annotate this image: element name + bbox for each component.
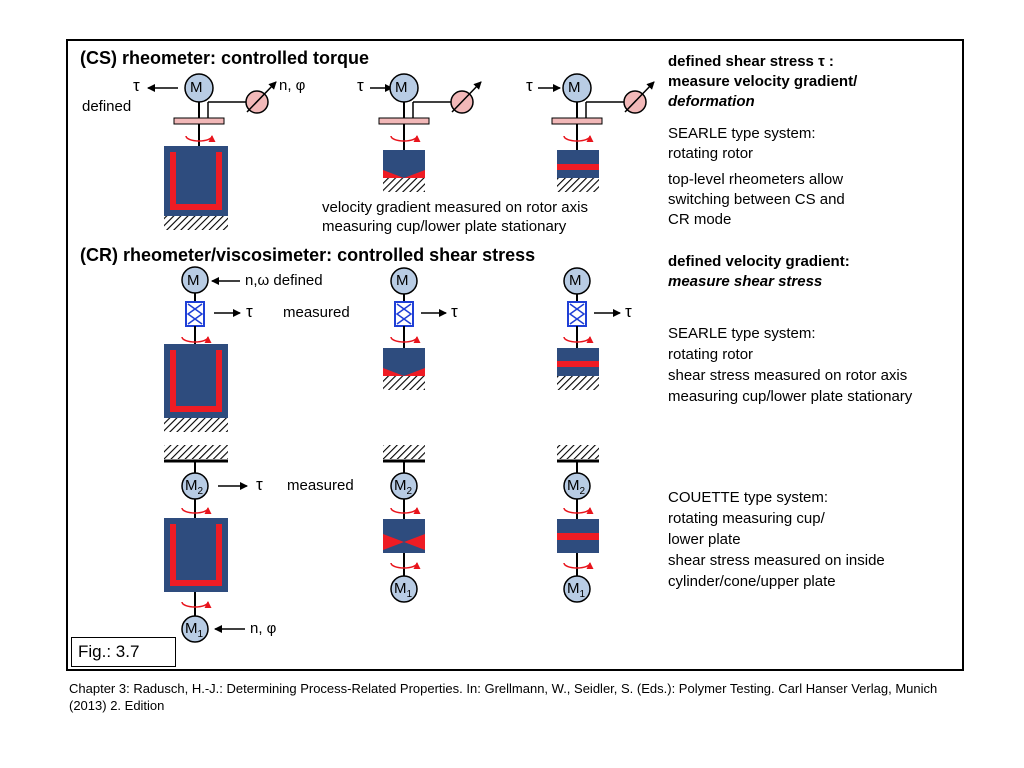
- cr-couette-cup: [164, 445, 248, 643]
- motor-label: M: [569, 272, 582, 289]
- motor1-label: M1: [185, 620, 204, 640]
- tau-symbol: τ: [625, 302, 632, 321]
- cs-cup-rheometer: [147, 73, 277, 230]
- couette-1: COUETTE type system:: [668, 489, 829, 506]
- couette-3: lower plate: [668, 531, 741, 548]
- cr-searle-cup: [164, 266, 241, 432]
- motor2-label: M2: [567, 477, 586, 497]
- motor-icon: [181, 615, 209, 643]
- cr-heading: (CR) rheometer/viscosimeter: controlled …: [80, 245, 536, 265]
- n-omega-defined-label: n,ω defined: [245, 272, 323, 289]
- couette-4: shear stress measured on inside: [668, 552, 885, 569]
- motor2-label: M2: [394, 477, 413, 497]
- motor-label: M: [395, 79, 408, 96]
- cr-searle-cone: [383, 267, 447, 390]
- tau-symbol: τ: [246, 302, 253, 321]
- cr-couette-cone: [383, 445, 425, 603]
- cs-desc-2: rotating rotor: [668, 145, 754, 162]
- figure-label: Fig.: 3.7: [71, 637, 176, 667]
- motor1-label: M1: [567, 580, 586, 600]
- caption: Chapter 3: Radusch, H.-J.: Determining P…: [69, 681, 938, 713]
- cr-title-2: measure shear stress: [668, 273, 823, 290]
- motor2-label: M2: [185, 477, 204, 497]
- cr-searle-plate: [557, 267, 621, 390]
- cr-couette-plate: [557, 445, 599, 603]
- motor-icon: [563, 575, 591, 603]
- searle-3: shear stress measured on rotor axis: [668, 367, 908, 384]
- cr-title-1: defined velocity gradient:: [668, 253, 850, 270]
- n-phi-label: n, φ: [279, 77, 306, 94]
- tau-symbol: τ: [526, 76, 533, 95]
- tau-symbol: τ: [133, 76, 140, 95]
- cs-title-2: measure velocity gradient/: [668, 73, 858, 90]
- searle-4: measuring cup/lower plate stationary: [668, 388, 913, 405]
- couette-5: cylinder/cone/upper plate: [668, 573, 836, 590]
- tau-symbol: τ: [256, 475, 263, 494]
- motor1-label: M1: [394, 580, 413, 600]
- cs-cone-rheometer: [370, 73, 482, 192]
- tau-symbol: τ: [451, 302, 458, 321]
- cs-desc-4: switching between CS and: [668, 191, 845, 208]
- cs-title-3: deformation: [668, 93, 755, 110]
- cs-plate-rheometer: [538, 73, 655, 192]
- cs-desc-3: top-level rheometers allow: [668, 171, 844, 188]
- searle-2: rotating rotor: [668, 346, 754, 363]
- motor-icon: [390, 575, 418, 603]
- searle-1: SEARLE type system:: [668, 325, 816, 342]
- cs-title-1: defined shear stress τ :: [668, 53, 834, 70]
- defined-label: defined: [82, 98, 132, 115]
- tau-symbol: τ: [357, 76, 364, 95]
- measured-label: measured: [287, 477, 354, 494]
- cs-desc-5: CR mode: [668, 211, 732, 228]
- motor-label: M: [190, 79, 203, 96]
- velocity-gradient-note: velocity gradient measured on rotor axis: [322, 199, 588, 216]
- n-phi-label: n, φ: [250, 620, 277, 637]
- motor-label: M: [396, 272, 409, 289]
- stationary-note: measuring cup/lower plate stationary: [322, 218, 567, 235]
- figure-border: [66, 39, 964, 671]
- cs-desc-1: SEARLE type system:: [668, 125, 816, 142]
- cs-heading: (CS) rheometer: controlled torque: [80, 48, 370, 68]
- motor-label: M: [187, 272, 200, 289]
- couette-2: rotating measuring cup/: [668, 510, 825, 527]
- measured-label: measured: [283, 304, 350, 321]
- motor-label: M: [568, 79, 581, 96]
